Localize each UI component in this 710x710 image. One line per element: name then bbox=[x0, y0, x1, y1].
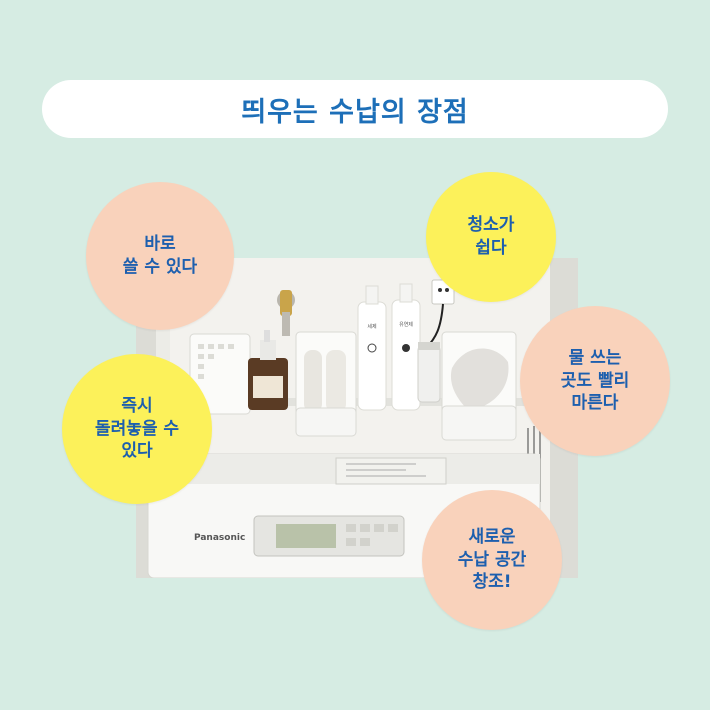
title-banner: 띄우는 수납의 장점 bbox=[42, 80, 668, 138]
benefit-bubble-dries-fast: 물 쓰는 곳도 빨리 마른다 bbox=[520, 306, 670, 456]
benefit-text-ready-to-use: 바로 쓸 수 있다 bbox=[122, 234, 198, 277]
benefit-bubble-ready-to-use: 바로 쓸 수 있다 bbox=[86, 182, 234, 330]
benefit-bubble-new-space: 새로운 수납 공간 창조! bbox=[422, 490, 562, 630]
brand-logo: Panasonic bbox=[194, 533, 245, 543]
benefit-bubble-easy-cleaning: 청소가 쉽다 bbox=[426, 172, 556, 302]
benefit-text-easy-cleaning: 청소가 쉽다 bbox=[467, 215, 515, 258]
bottle1-label: 세제 bbox=[367, 323, 377, 330]
bottle2-label: 유연제 bbox=[399, 321, 413, 328]
benefit-text-dries-fast: 물 쓰는 곳도 빨리 마른다 bbox=[560, 347, 630, 414]
benefit-bubble-quick-return: 즉시 돌려놓을 수 있다 bbox=[62, 354, 212, 504]
benefit-text-new-space: 새로운 수납 공간 창조! bbox=[457, 526, 527, 593]
benefit-text-quick-return: 즉시 돌려놓을 수 있다 bbox=[94, 395, 180, 462]
page-title: 띄우는 수납의 장점 bbox=[241, 96, 469, 128]
